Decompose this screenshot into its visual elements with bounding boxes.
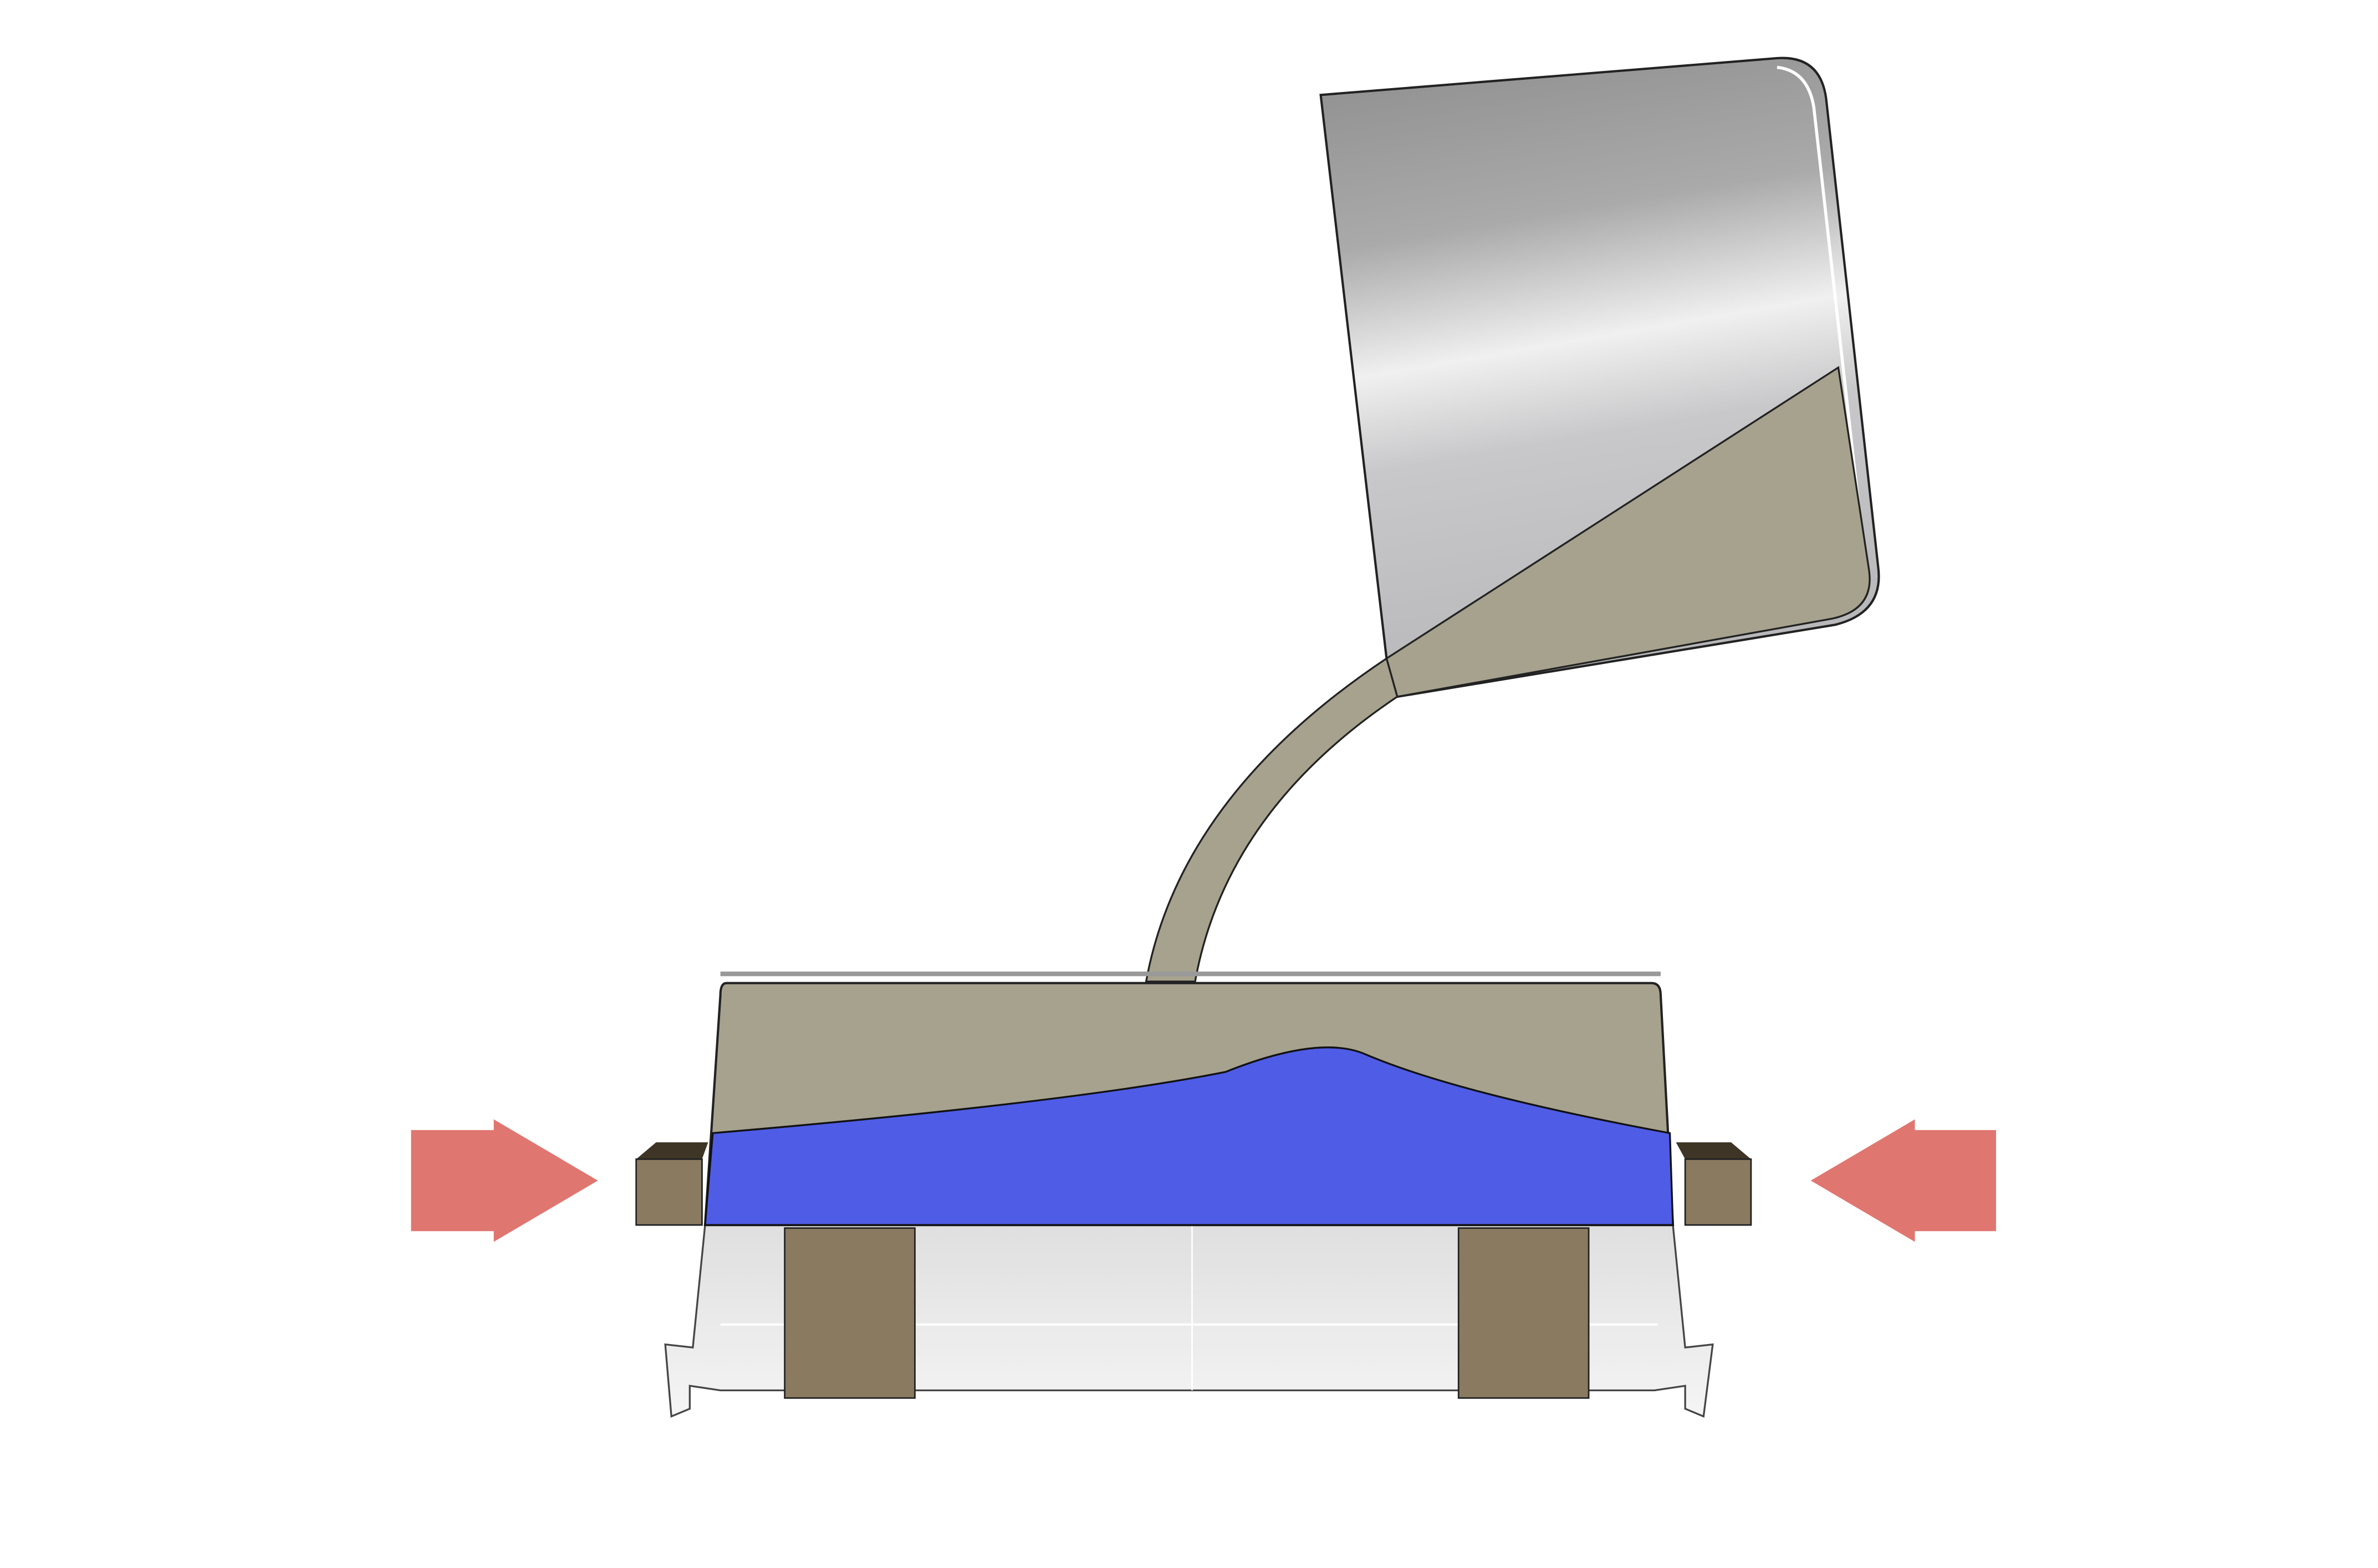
ladle-icon [1319,57,1880,698]
support-block-left [784,1227,916,1399]
ladle-metal [1385,366,1871,698]
cast-material [704,1046,1674,1226]
molten-stream [1145,657,1399,983]
side-block-right [1676,1142,1752,1226]
side-block-left [635,1142,708,1226]
arrow-left-icon [1810,1119,1996,1242]
arrow-right-icon [411,1119,598,1242]
support-block-right [1457,1227,1590,1399]
